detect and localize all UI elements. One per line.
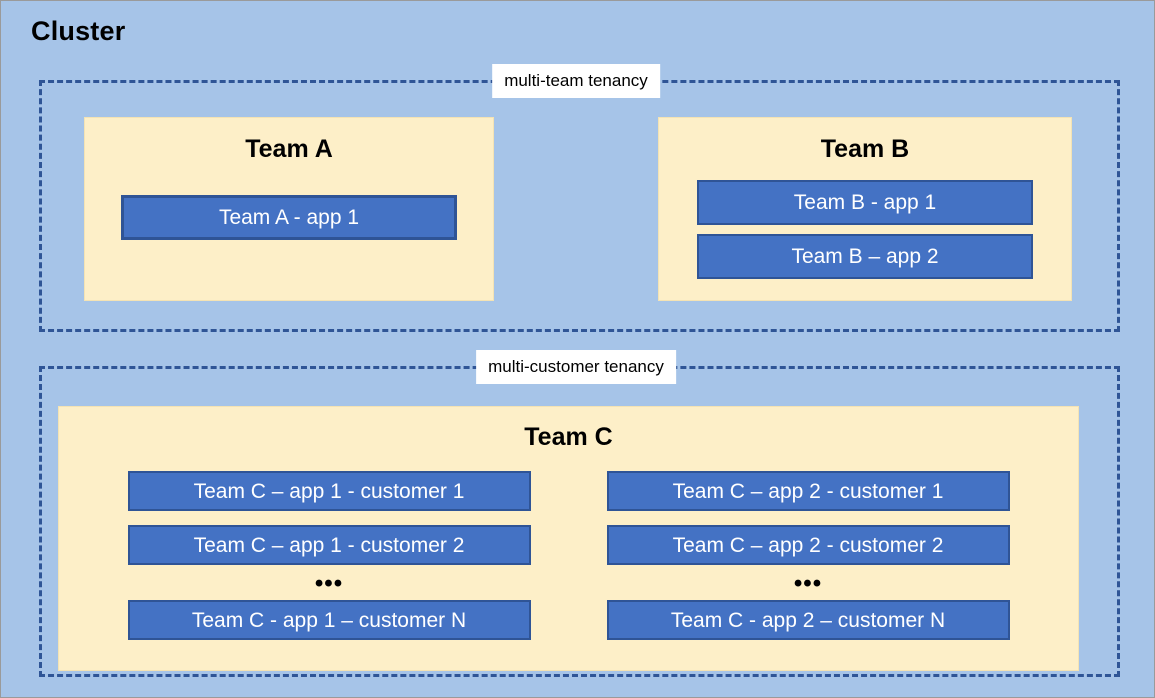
team-b-app-list: Team B - app 1 Team B – app 2 [697,180,1033,279]
app-box-team-a-app-1[interactable]: Team A - app 1 [121,195,457,240]
app-box-team-c-app-1-customer-2[interactable]: Team C – app 1 - customer 2 [127,525,531,565]
team-c-title: Team C [524,423,613,451]
zone-label-multi-team-tenancy: multi-team tenancy [492,64,660,98]
team-a-app-list: Team A - app 1 [121,195,457,240]
app-box-team-b-app-2[interactable]: Team B – app 2 [697,234,1033,279]
team-c-columns: Team C – app 1 - customer 1 Team C – app… [59,471,1078,640]
team-panel-team-c: Team C Team C – app 1 - customer 1 Team … [58,406,1079,671]
team-c-app-2-column: Team C – app 2 - customer 1 Team C – app… [606,471,1010,640]
app-box-team-c-app-2-customer-2[interactable]: Team C – app 2 - customer 2 [606,525,1010,565]
cluster-title: Cluster [31,16,126,46]
team-c-app-2-ellipsis: ••• [793,570,823,597]
team-panel-team-b: Team B Team B - app 1 Team B – app 2 [658,117,1072,301]
team-c-app-1-ellipsis: ••• [314,570,344,597]
app-box-team-c-app-1-customer-1[interactable]: Team C – app 1 - customer 1 [127,471,531,511]
app-box-team-c-app-2-customer-n[interactable]: Team C - app 2 – customer N [606,600,1010,640]
app-box-team-c-app-2-customer-1[interactable]: Team C – app 2 - customer 1 [606,471,1010,511]
team-a-title: Team A [245,135,333,163]
zone-label-multi-customer-tenancy: multi-customer tenancy [476,350,676,384]
app-box-team-c-app-1-customer-n[interactable]: Team C - app 1 – customer N [127,600,531,640]
app-box-team-b-app-1[interactable]: Team B - app 1 [697,180,1033,225]
team-b-title: Team B [820,135,910,163]
team-panel-team-a: Team A Team A - app 1 [84,117,494,301]
team-c-app-1-column: Team C – app 1 - customer 1 Team C – app… [127,471,531,640]
